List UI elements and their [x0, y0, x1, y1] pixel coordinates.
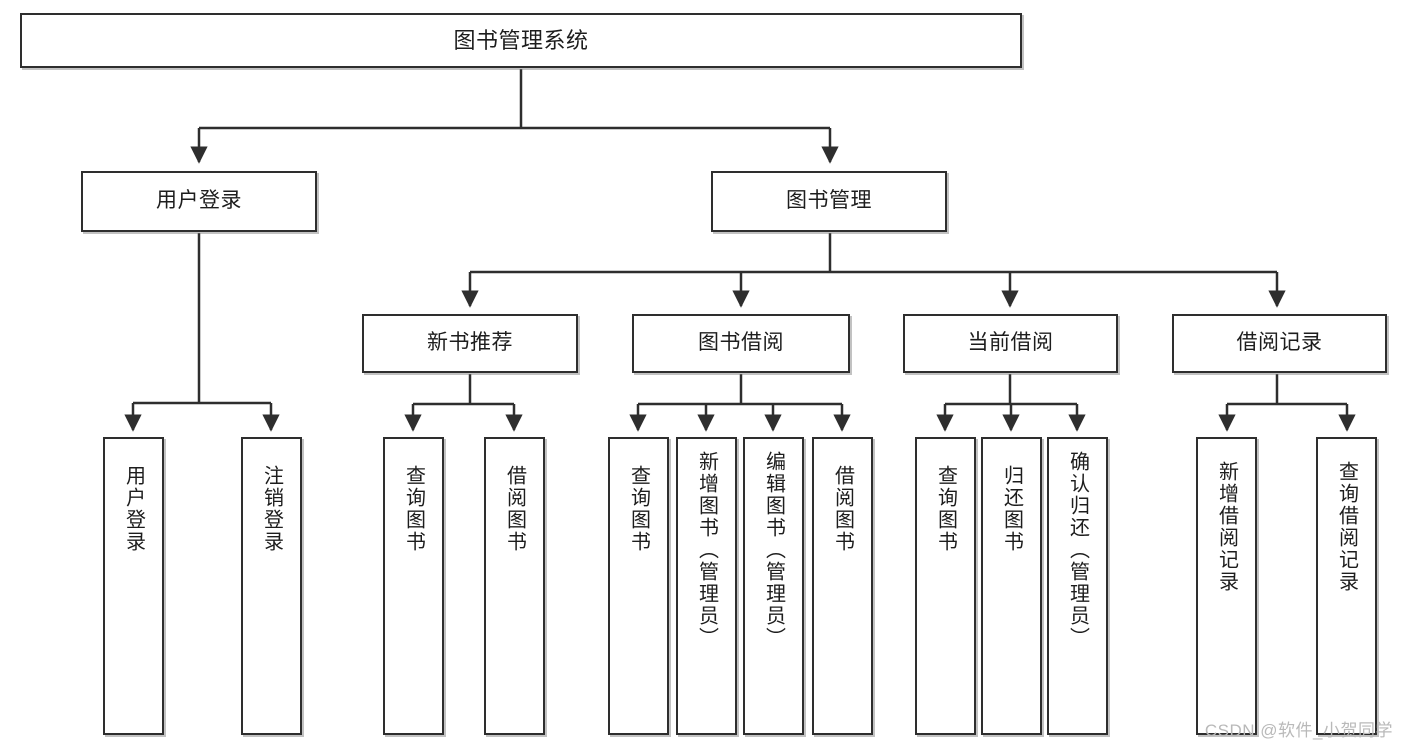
- leaf-label: 查询图书: [402, 465, 425, 553]
- node-user-login[interactable]: 用户登录: [81, 171, 317, 232]
- leaf-label: 归还图书: [1000, 465, 1023, 553]
- leaf-book-borrow-add[interactable]: 新增图书（管理员）: [676, 437, 737, 735]
- leaf-book-borrow-query[interactable]: 查询图书: [608, 437, 669, 735]
- leaf-label: 查询借阅记录: [1335, 461, 1358, 593]
- node-root[interactable]: 图书管理系统: [20, 13, 1022, 68]
- leaf-label: 新增图书（管理员）: [695, 451, 718, 649]
- node-borrow-record[interactable]: 借阅记录: [1172, 314, 1387, 373]
- watermark: CSDN @软件_小贺同学: [1204, 721, 1393, 740]
- leaf-borrow-record-add[interactable]: 新增借阅记录: [1196, 437, 1257, 735]
- leaf-user-login-signin[interactable]: 用户登录: [103, 437, 164, 735]
- leaf-new-book-borrow[interactable]: 借阅图书: [484, 437, 545, 735]
- node-new-book-recommend[interactable]: 新书推荐: [362, 314, 578, 373]
- leaf-label: 借阅图书: [503, 465, 526, 553]
- node-new-book-recommend-label: 新书推荐: [427, 331, 513, 355]
- leaf-label: 编辑图书（管理员）: [762, 451, 785, 649]
- node-book-management[interactable]: 图书管理: [711, 171, 947, 232]
- node-root-label: 图书管理系统: [453, 27, 589, 53]
- node-user-login-label: 用户登录: [156, 189, 242, 213]
- leaf-user-login-signout[interactable]: 注销登录: [241, 437, 302, 735]
- leaf-label: 用户登录: [122, 465, 145, 553]
- leaf-label: 新增借阅记录: [1215, 461, 1238, 593]
- node-current-borrow-label: 当前借阅: [967, 331, 1054, 355]
- leaf-new-book-query[interactable]: 查询图书: [383, 437, 444, 735]
- leaf-current-borrow-query[interactable]: 查询图书: [915, 437, 976, 735]
- node-borrow-record-label: 借阅记录: [1236, 331, 1323, 355]
- leaf-label: 查询图书: [934, 465, 957, 553]
- node-current-borrow[interactable]: 当前借阅: [903, 314, 1118, 373]
- leaf-borrow-record-query[interactable]: 查询借阅记录: [1316, 437, 1377, 735]
- node-book-borrow-label: 图书借阅: [698, 331, 784, 355]
- leaf-current-borrow-return[interactable]: 归还图书: [981, 437, 1042, 735]
- leaf-current-borrow-confirm[interactable]: 确认归还（管理员）: [1047, 437, 1108, 735]
- leaf-book-borrow-borrow[interactable]: 借阅图书: [812, 437, 873, 735]
- node-book-borrow[interactable]: 图书借阅: [632, 314, 850, 373]
- leaf-label: 借阅图书: [831, 465, 854, 553]
- node-book-management-label: 图书管理: [786, 189, 872, 213]
- leaf-label: 注销登录: [260, 465, 283, 553]
- leaf-label: 查询图书: [627, 465, 650, 553]
- leaf-book-borrow-edit[interactable]: 编辑图书（管理员）: [743, 437, 804, 735]
- leaf-label: 确认归还（管理员）: [1066, 451, 1089, 649]
